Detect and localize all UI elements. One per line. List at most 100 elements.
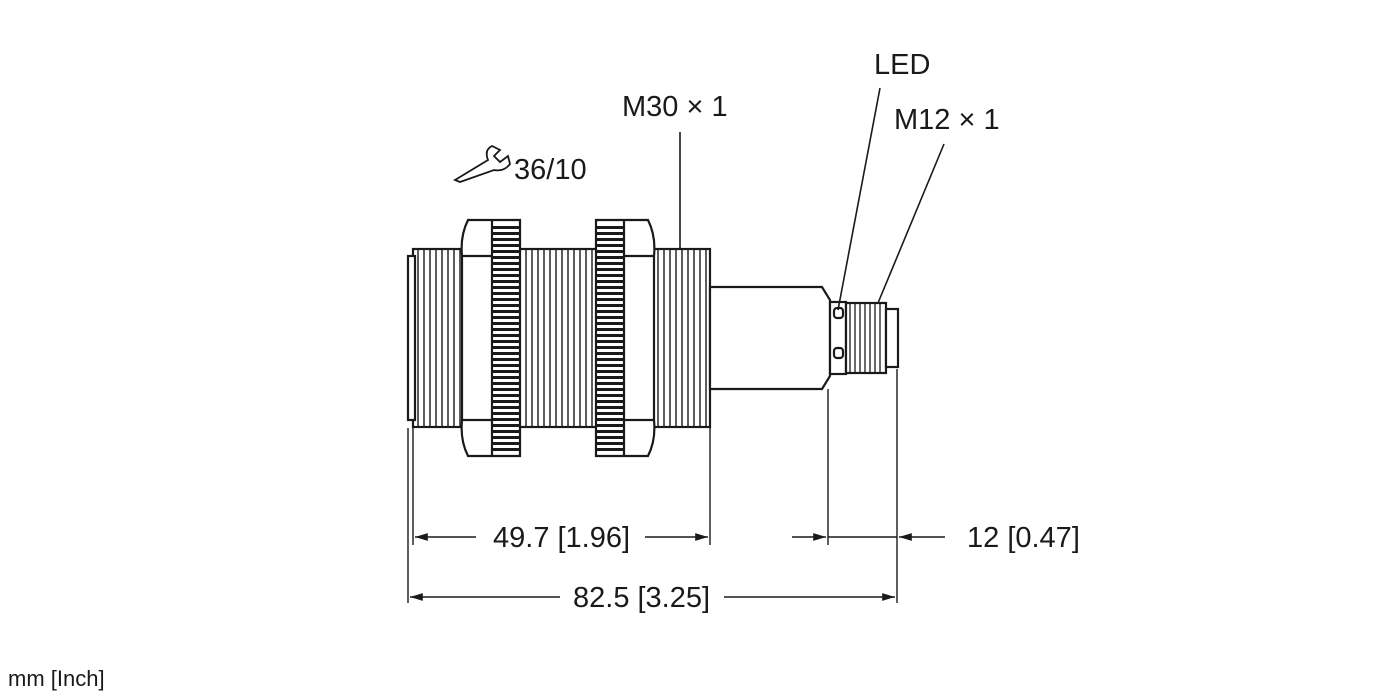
knurl-mark	[493, 250, 519, 253]
leader-thread-connector	[877, 143, 945, 304]
dim-thread-length: 49.7 [1.96]	[493, 522, 630, 554]
knurl-mark	[493, 292, 519, 295]
knurl-mark	[493, 424, 519, 427]
label-thread-main: M30 × 1	[622, 91, 728, 123]
knurl-mark	[493, 406, 519, 409]
knurl-mark	[597, 238, 623, 241]
knurl-mark	[493, 256, 519, 259]
knurl-mark	[597, 316, 623, 319]
knurl-mark	[493, 442, 519, 445]
nut-2-knurl	[597, 226, 623, 451]
knurl-mark	[493, 304, 519, 307]
knurl-mark	[597, 274, 623, 277]
connector-thread-pattern	[849, 303, 881, 373]
knurl-mark	[493, 352, 519, 355]
knurl-mark	[493, 400, 519, 403]
connector-thread	[844, 301, 888, 375]
knurl-mark	[493, 448, 519, 451]
knurl-mark	[597, 262, 623, 265]
knurl-mark	[493, 394, 519, 397]
lock-nut-1	[460, 218, 522, 458]
label-thread-connector: M12 × 1	[894, 104, 1000, 136]
knurl-mark	[597, 310, 623, 313]
knurl-mark	[597, 232, 623, 235]
label-led: LED	[874, 49, 930, 81]
knurl-mark	[493, 328, 519, 331]
knurl-mark	[597, 388, 623, 391]
knurl-mark	[597, 280, 623, 283]
nut-1-knurl	[493, 226, 519, 451]
knurl-mark	[493, 280, 519, 283]
knurl-mark	[493, 376, 519, 379]
knurl-mark	[597, 286, 623, 289]
knurl-mark	[493, 310, 519, 313]
knurl-mark	[597, 226, 623, 229]
knurl-mark	[597, 352, 623, 355]
knurl-mark	[597, 442, 623, 445]
knurl-mark	[597, 412, 623, 415]
knurl-mark	[597, 292, 623, 295]
knurl-mark	[597, 382, 623, 385]
knurl-mark	[493, 238, 519, 241]
units-note: mm [Inch]	[8, 666, 105, 691]
rear-housing	[708, 285, 832, 391]
led-window-bottom	[832, 346, 845, 360]
knurl-mark	[597, 298, 623, 301]
leader-lines	[679, 87, 945, 311]
knurl-mark	[493, 268, 519, 271]
knurl-mark	[493, 226, 519, 229]
label-wrench-size: 36/10	[514, 154, 587, 186]
knurl-mark	[597, 256, 623, 259]
knurl-mark	[493, 436, 519, 439]
knurl-mark	[597, 244, 623, 247]
connector-tip	[884, 307, 900, 369]
knurl-mark	[597, 358, 623, 361]
extension-lines	[407, 369, 898, 603]
knurl-mark	[597, 448, 623, 451]
knurl-mark	[493, 364, 519, 367]
knurl-mark	[493, 322, 519, 325]
knurl-mark	[597, 406, 623, 409]
sensor-body	[406, 218, 900, 458]
knurl-mark	[493, 388, 519, 391]
knurl-mark	[493, 370, 519, 373]
leader-led	[837, 87, 881, 311]
knurl-mark	[493, 430, 519, 433]
dim-connector-length: 12 [0.47]	[967, 522, 1080, 554]
thread-pattern	[417, 249, 707, 427]
knurl-mark	[597, 346, 623, 349]
knurl-mark	[493, 244, 519, 247]
knurl-mark	[493, 334, 519, 337]
knurl-mark	[493, 340, 519, 343]
knurl-mark	[493, 274, 519, 277]
knurl-mark	[597, 394, 623, 397]
knurl-mark	[597, 364, 623, 367]
lock-nut-2	[594, 218, 656, 458]
knurl-mark	[493, 298, 519, 301]
knurl-mark	[493, 262, 519, 265]
sensing-face	[406, 254, 417, 422]
knurl-mark	[597, 334, 623, 337]
knurl-mark	[597, 268, 623, 271]
knurl-mark	[493, 358, 519, 361]
wrench-icon	[452, 144, 511, 183]
knurl-mark	[597, 340, 623, 343]
knurl-mark	[493, 412, 519, 415]
knurl-mark	[597, 430, 623, 433]
knurl-mark	[597, 424, 623, 427]
dim-overall-length: 82.5 [3.25]	[573, 582, 710, 614]
knurl-mark	[493, 382, 519, 385]
knurl-mark	[597, 418, 623, 421]
knurl-mark	[597, 328, 623, 331]
knurl-mark	[597, 250, 623, 253]
knurl-mark	[597, 304, 623, 307]
knurl-mark	[493, 232, 519, 235]
knurl-mark	[493, 346, 519, 349]
dimension-lines	[410, 533, 945, 601]
knurl-mark	[493, 286, 519, 289]
knurl-mark	[493, 316, 519, 319]
knurl-mark	[597, 322, 623, 325]
knurl-mark	[493, 418, 519, 421]
knurl-mark	[597, 400, 623, 403]
